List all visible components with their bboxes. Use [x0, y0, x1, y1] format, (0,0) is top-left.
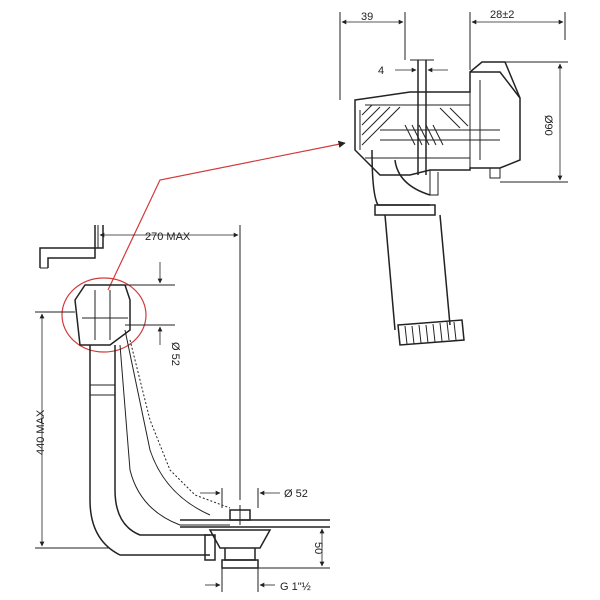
- dimension-4-label: 4: [378, 65, 384, 77]
- dimension-52-drain-label: Ø 52: [284, 488, 308, 500]
- bath-waste-main-view: 270 MAX Ø 52 440 MAX Ø 52 50 G 1"½: [35, 225, 330, 593]
- dimension-39-label: 39: [361, 11, 373, 23]
- dimension-440-label: 440 MAX: [35, 409, 47, 455]
- dimension-50-label: 50: [312, 542, 324, 554]
- overflow-detail-view: 39 28±2 4 Ø90: [339, 9, 568, 346]
- dimension-270-label: 270 MAX: [145, 231, 191, 243]
- dimension-28-label: 28±2: [490, 9, 514, 21]
- dimension-90-label: Ø90: [542, 115, 554, 136]
- detail-callout: [61, 140, 346, 353]
- dimension-52-overflow-label: Ø 52: [169, 342, 181, 366]
- dimension-thread-label: G 1"½: [280, 581, 311, 593]
